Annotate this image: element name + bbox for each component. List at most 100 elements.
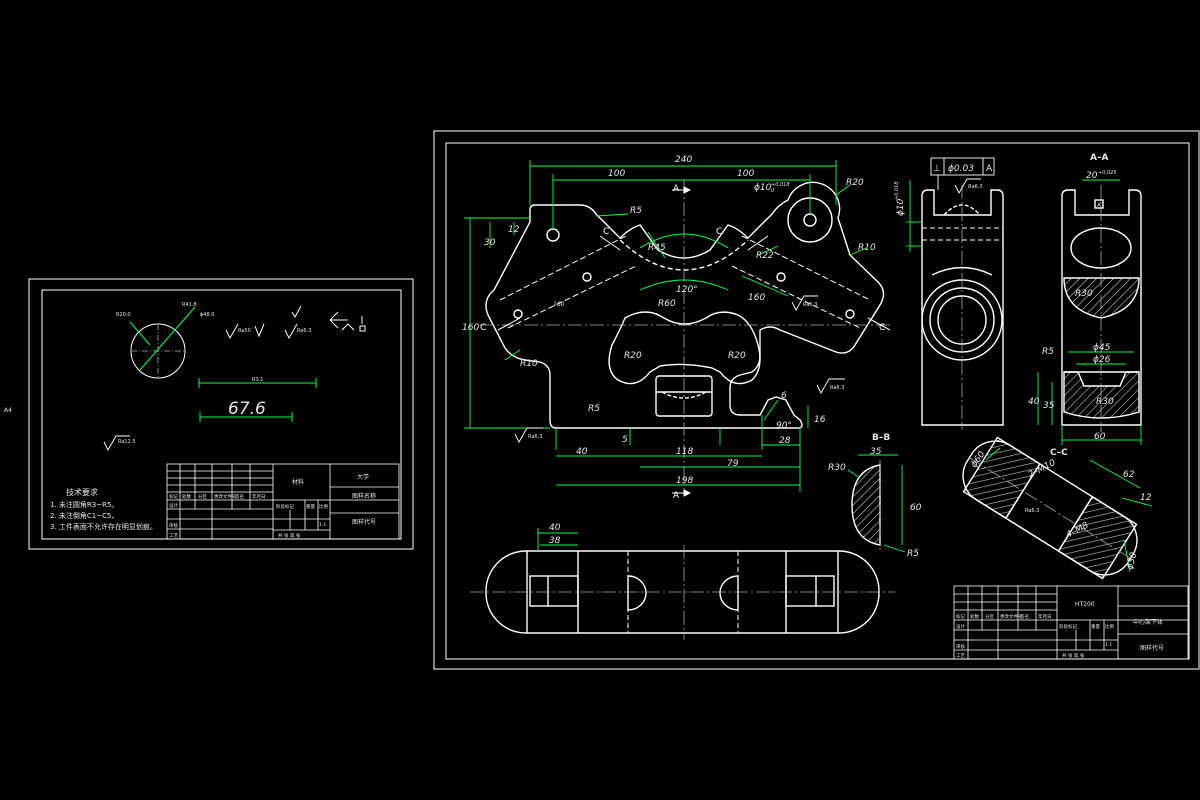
dim-100-left: 100 — [608, 169, 625, 179]
section-bb — [851, 460, 881, 550]
section-bb-dimensions — [847, 454, 906, 553]
label-r31: R3.1 — [252, 377, 263, 383]
tb-row-review: 审核 — [169, 522, 178, 529]
main-tb-col-zone: 分区 — [985, 613, 994, 620]
cc-d12: 12 — [1140, 493, 1152, 503]
tb-material: 材料 — [292, 478, 304, 486]
dim-r20-right: R20 — [728, 351, 746, 361]
left-hole — [546, 228, 560, 242]
roughness-symbol — [225, 323, 239, 340]
base-slot — [655, 375, 713, 417]
main-title-block-text: HT200 中心架下体 图样代号 标记 处数 分区 更改文件号 签名 年月日 设… — [956, 601, 1164, 659]
label-rough-125: Ra12.5 — [118, 439, 136, 445]
dim-40: 40 — [576, 447, 588, 457]
main-tb-row-process: 工艺 — [956, 653, 965, 659]
tb-row-design: 设计 — [169, 502, 178, 509]
dim-12: 12 — [508, 225, 520, 235]
dim-198: 198 — [676, 476, 693, 486]
tb-drawing-code: 图样代号 — [352, 518, 376, 526]
cc-dia30: ϕ30 — [1125, 551, 1139, 571]
side-rough: Ra6.3 — [968, 184, 983, 190]
rough-front-b: Ra6.3 — [830, 385, 844, 391]
section-cc-title: C–C — [1050, 448, 1068, 458]
section-aa-labels: A–A 20 +0.025 A R30 R5 ϕ45 ϕ26 40 35 R30… — [1028, 153, 1117, 442]
label-rough-50: Ra50 — [238, 328, 251, 334]
main-tb-col-count: 处数 — [970, 613, 979, 620]
tb-col-count: 处数 — [182, 493, 191, 500]
tb-row-process: 工艺 — [169, 533, 178, 539]
roughness-symbol — [284, 323, 298, 340]
bb-h60: 60 — [910, 503, 922, 513]
plan-right-lobe — [719, 575, 739, 611]
cut-label-c-inner-left: C — [603, 227, 609, 237]
section-aa-title: A–A — [1090, 153, 1108, 163]
main-tb-stage: 阶段标记 — [1059, 623, 1077, 630]
dim-r5-bottom: R5 — [588, 404, 600, 414]
label-dimension-67-6: 67.6 — [228, 399, 266, 419]
aa-w60: 60 — [1094, 432, 1106, 442]
main-tb-row-design: 设计 — [956, 623, 965, 630]
tb-scale: 比例 — [319, 503, 328, 510]
front-roughness-labels: Ra6.3 Ra6.3 Ra6.3 — [528, 302, 844, 440]
aa-datum: A — [1097, 202, 1102, 209]
section-aa-dimensions — [1037, 179, 1142, 445]
geo-tol-symbol: ⊥ — [933, 164, 941, 174]
tb-col-zone: 分区 — [198, 493, 207, 500]
top-right-hole — [803, 213, 817, 227]
dim-r10-left: R10 — [520, 359, 538, 369]
roughness-symbol — [103, 435, 130, 452]
section-cc-dimensions — [985, 447, 1153, 573]
dim-bore: ϕ10 — [754, 183, 772, 193]
section-aa — [1061, 185, 1142, 432]
cut-label-c-inner-right: C — [716, 227, 722, 237]
side-view-dimensions — [906, 157, 995, 252]
plan-d40: 40 — [549, 523, 561, 533]
label-dia48: ϕ48.0 — [200, 312, 214, 318]
section-bb-title: B–B — [872, 433, 890, 443]
main-tb-weight: 重量 — [1091, 623, 1100, 630]
bb-w35: 35 — [870, 447, 882, 457]
dim-160-vertical: 160 — [462, 323, 479, 333]
dim-5: 5 — [622, 435, 628, 445]
cc-rough: Ra6.3 — [1025, 508, 1039, 514]
technical-requirements: 技术要求 1. 未注圆角R3~R5。 2. 未注倒角C1~C5。 3. 工件表面… — [50, 487, 157, 531]
tech-note-1: 1. 未注圆角R3~R5。 — [50, 500, 118, 509]
tb-col-date: 年月日 — [252, 493, 266, 500]
main-tb-part-name: 中心架下体 — [1133, 618, 1163, 626]
aa-h35: 35 — [1043, 401, 1055, 411]
section-bb-hatch — [851, 464, 881, 546]
front-view-outline — [485, 181, 885, 429]
aa-r30-upper: R30 — [1075, 289, 1093, 299]
section-aa-outline — [1061, 189, 1142, 426]
check-symbol — [291, 305, 302, 319]
bb-r5: R5 — [907, 549, 919, 559]
dim-28: 28 — [779, 436, 791, 446]
bb-r30: R30 — [828, 463, 846, 473]
tb-stage: 阶段标记 — [276, 503, 294, 510]
main-tb-col-change: 更改文件号 — [1000, 613, 1023, 620]
section-markers — [497, 186, 891, 497]
dim-r10-right: R10 — [858, 243, 876, 253]
center-cutout — [608, 311, 761, 385]
cut-label-a-top: A — [673, 184, 680, 194]
aa-h40: 40 — [1028, 397, 1040, 407]
dim-angle-120: 120° — [676, 285, 698, 295]
front-view-dimensions — [464, 160, 867, 492]
dim-16: 16 — [814, 415, 826, 425]
dim-r60: R60 — [658, 299, 676, 309]
dim-bore-tol: +0.018 — [771, 182, 790, 188]
small-sheet-outer-frame — [28, 278, 414, 550]
side-view — [921, 185, 1004, 430]
label-r41: R41.8 — [182, 302, 197, 308]
tb-school: 大学 — [357, 473, 369, 481]
dim-118: 118 — [676, 447, 693, 457]
aa-dia45: ϕ45 — [1093, 343, 1111, 353]
dim-r22: R22 — [756, 251, 774, 261]
main-sheet-frames — [433, 130, 1200, 670]
side-bore-tol: +0.018 — [894, 181, 900, 200]
geo-tol-value: ϕ0.03 — [948, 164, 974, 174]
plan-view-labels: 40 38 — [549, 523, 561, 546]
plan-view-dimensions — [537, 528, 578, 551]
front-view-labels: A A C C C C 240 100 100 ϕ10 +0.018 0 R20… — [462, 155, 885, 501]
dim-r20-left: R20 — [624, 351, 642, 361]
